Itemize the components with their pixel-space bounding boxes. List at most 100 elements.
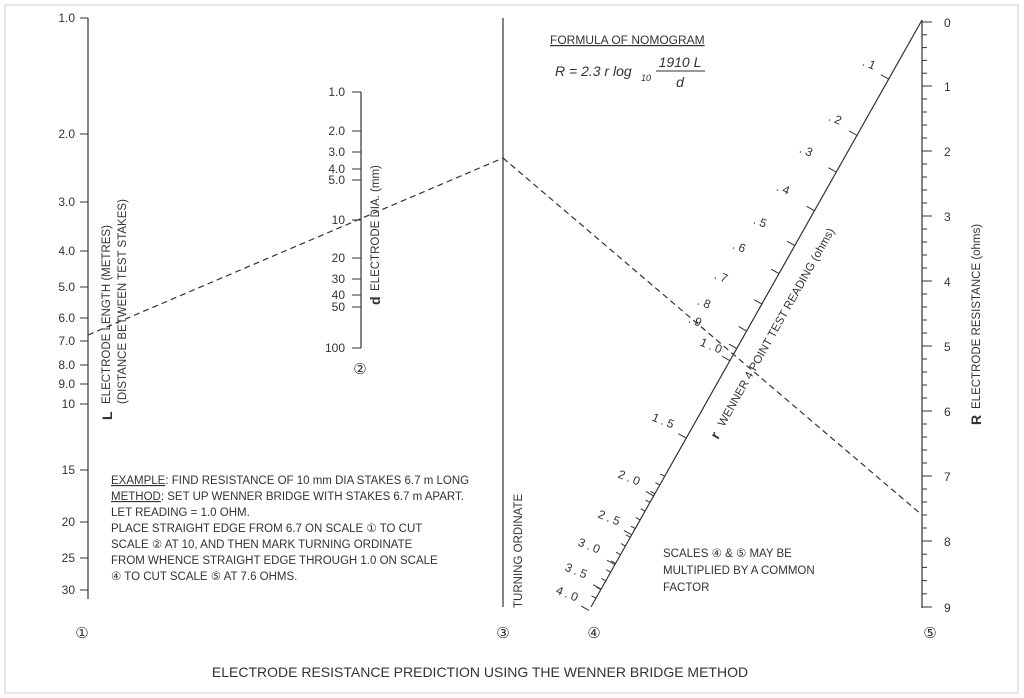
scale-4-tick-label: .6 [730, 238, 750, 257]
formula-lhs: R = 2.3 r log [555, 63, 632, 79]
scale-4-tick-label: .3 [797, 142, 817, 161]
scale-4-tick [786, 240, 796, 247]
scale-4-tick [645, 491, 654, 497]
scale-5-tick-label: 7 [944, 470, 951, 484]
scale-5-tick-label: 0 [944, 16, 951, 30]
scale-4-tick [580, 605, 590, 611]
scale-4-tick-label: 1.5 [650, 410, 679, 433]
scale-5-tick-label: 9 [944, 601, 951, 615]
scale-2-tick-label: 100 [325, 341, 345, 355]
scale-4-tick [592, 584, 602, 590]
scale-4-tick [623, 529, 632, 536]
scale-3-turning-ordinate: TURNING ORDINATE ③ [496, 18, 525, 642]
scale-1-tick-label: 8.0 [58, 358, 75, 372]
scale-1-letter: L [99, 411, 115, 420]
scale-3-number: ③ [496, 625, 509, 642]
scale-1-tick-label: 7.0 [58, 334, 75, 348]
scale-4-tick [728, 343, 737, 349]
scale-4-tick-label: .8 [695, 294, 715, 313]
scale-3-label: TURNING ORDINATE [513, 494, 525, 608]
scale-4-axis [590, 19, 923, 608]
scale-1-number: ① [75, 625, 88, 642]
example-line-7: ④ TO CUT SCALE ⑤ AT 7.6 OHMS. [111, 571, 297, 583]
scale-2-label: ELECTRODE DIA. (mm) [370, 165, 382, 291]
scale-4-tick-label: .1 [860, 55, 880, 74]
formula-numerator: 1910 L [659, 54, 702, 70]
scale-1-sublabel: (DISTANCE BETWEEN TEST STAKES) [117, 199, 129, 404]
formula-title: FORMULA OF NOMOGRAM [550, 33, 705, 47]
example-line-2: METHOD: SET UP WENNER BRIDGE WITH STAKES… [111, 491, 464, 503]
scale-1-tick-label: 9.0 [58, 377, 75, 391]
scale-4-tick-label: 1.0 [698, 335, 727, 358]
scale-2-tick-label: 1.0 [328, 85, 345, 99]
multiplier-note: SCALES ④ & ⑤ MAY BE MULTIPLIED BY A COMM… [663, 548, 815, 594]
scale-4-minor-tick [610, 560, 616, 564]
scale-4-minor-tick [630, 525, 636, 530]
scale-4-minor-tick [635, 517, 641, 521]
scale-1-tick-label: 3.0 [58, 195, 75, 209]
scale-1-tick-label: 2.0 [58, 127, 75, 141]
example-line-6: FROM WHENCE STRAIGHT EDGE THROUGH 1.0 ON… [111, 555, 438, 567]
scale-4-number: ④ [587, 625, 600, 642]
scale-4-minor-tick [645, 499, 651, 503]
scale-4-minor-tick [620, 543, 626, 547]
scale-4-tick [606, 559, 616, 566]
scale-5-tick-label: 3 [944, 210, 951, 224]
scale-5-tick-label: 2 [944, 145, 951, 159]
scale-4-tick-label: .5 [751, 213, 771, 232]
scale-2-tick-label: 10 [332, 213, 346, 227]
formula-denominator: d [676, 74, 685, 90]
scale-1-tick-label: 4.0 [58, 244, 75, 258]
figure-frame [4, 4, 1019, 694]
example-text-block: EXAMPLE: FIND RESISTANCE OF 10 mm DIA ST… [111, 475, 469, 583]
example-line-scale1-to-ordinate [87, 157, 504, 336]
scale-2-tick-label: 30 [332, 272, 346, 286]
scale-4-tick [753, 299, 763, 305]
scale-1-label: ELECTRODE LENGTH (METRES) [101, 225, 113, 404]
scale-2-tick-label: 50 [332, 300, 346, 314]
scale-4-minor-tick [606, 569, 611, 573]
scale-4-tick [721, 355, 731, 362]
example-line-1: EXAMPLE: FIND RESISTANCE OF 10 mm DIA ST… [111, 475, 469, 487]
scale-4-tick [848, 130, 858, 136]
note-line-3: FACTOR [663, 582, 709, 594]
scale-4-tick [678, 433, 687, 439]
example-construction-lines [87, 157, 923, 516]
scale-4-minor-tick [625, 534, 631, 538]
scale-5-tick-label: 4 [944, 275, 951, 289]
scale-5-number: ⑤ [923, 625, 936, 642]
scale-1-tick-label: 15 [62, 463, 76, 477]
scale-2-letter: d [367, 296, 383, 305]
scale-1-tick-label: 10 [62, 397, 76, 411]
scale-4-tick-label: 2.0 [616, 467, 645, 490]
scale-1-tick-label: 20 [62, 515, 76, 529]
scale-4-minor-tick [650, 490, 656, 495]
scale-2-tick-label: 5.0 [328, 173, 345, 187]
example-line-3: LET READING = 1.0 OHM. [111, 507, 250, 519]
scale-5-label: ELECTRODE RESISTANCE (ohms) [971, 224, 983, 409]
scale-1-tick-label: 30 [62, 583, 76, 597]
scale-4-tick [880, 74, 889, 80]
scale-5-tick-label: 6 [944, 405, 951, 419]
formula-log-base: 10 [641, 73, 651, 83]
scale-1-tick-label: 25 [62, 551, 76, 565]
scale-4-letter: r [707, 428, 724, 441]
scale-4-tick [770, 268, 780, 275]
scale-2-tick-label: 20 [332, 251, 346, 265]
scale-2-number: ② [353, 361, 366, 378]
scale-4-minor-tick [591, 595, 597, 599]
scale-4-tick [806, 205, 815, 212]
scale-2-tick-label: 3.0 [328, 145, 345, 159]
scale-4-minor-tick [601, 577, 606, 582]
scale-4-minor-tick [615, 551, 621, 556]
scale-1-tick-label: 5.0 [58, 280, 75, 294]
scale-4-tick-label: 4.0 [554, 583, 583, 606]
example-line-4: PLACE STRAIGHT EDGE FROM 6.7 ON SCALE ① … [111, 523, 422, 535]
scale-4-tick-label: 2.5 [596, 507, 625, 530]
scale-5-tick-label: 1 [944, 80, 951, 94]
scale-4-minor-tick [596, 586, 602, 591]
